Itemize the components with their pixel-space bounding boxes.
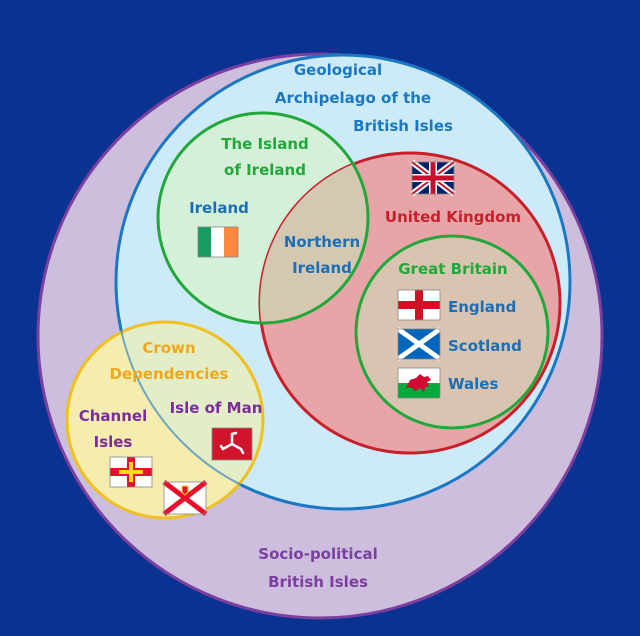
united-kingdom-label: United Kingdom <box>385 208 521 226</box>
great-britain-label: Great Britain <box>398 260 507 278</box>
scotland-label: Scotland <box>448 337 522 355</box>
crown-dependencies-outline <box>65 320 265 520</box>
wales-label: Wales <box>448 375 498 393</box>
island-of-ireland-circle <box>156 111 370 325</box>
northern-ireland-label-1: Northern <box>284 233 360 251</box>
england-label: England <box>448 298 516 316</box>
union-jack-flag-icon <box>410 159 456 197</box>
ireland-flag-icon <box>197 226 239 258</box>
isle-of-man-flag-icon <box>211 427 253 461</box>
jersey-flag-icon <box>162 480 208 516</box>
northern-ireland-label-2: Ireland <box>292 259 352 277</box>
island-of-ireland-label-2: of Ireland <box>224 161 306 179</box>
guernsey-flag-icon <box>109 456 153 488</box>
england-flag-icon <box>397 289 441 321</box>
socio-political-label-2: British Isles <box>268 573 368 591</box>
isle-of-man-label: Isle of Man <box>170 399 263 417</box>
geological-label-2: Archipelago of the <box>275 89 431 107</box>
crown-dependencies-label-1: Crown <box>142 339 195 357</box>
socio-political-label-1: Socio-political <box>258 545 377 563</box>
scotland-flag-icon <box>396 326 442 362</box>
geological-circle-outline <box>115 54 571 510</box>
geological-label-3: British Isles <box>353 117 453 135</box>
crown-dependencies-label-2: Dependencies <box>110 365 229 383</box>
wales-flag-icon <box>397 367 441 399</box>
geological-label-1: Geological <box>294 61 382 79</box>
channel-isles-label-1: Channel <box>79 407 147 425</box>
island-of-ireland-label-1: The Island <box>221 135 309 153</box>
ireland-label: Ireland <box>189 199 249 217</box>
channel-isles-label-2: Isles <box>94 433 133 451</box>
northern-ireland-overlap <box>260 153 368 323</box>
